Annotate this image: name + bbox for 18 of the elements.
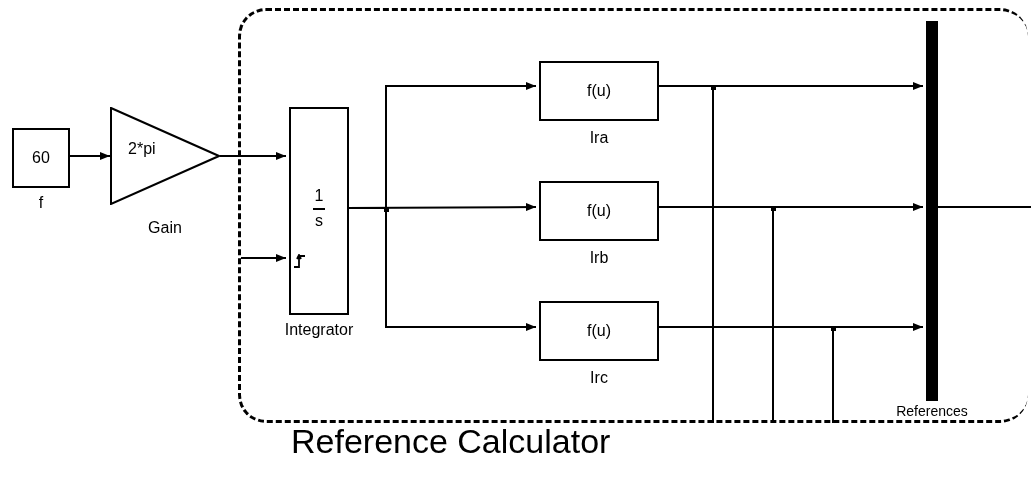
signal-line xyxy=(69,152,111,160)
block-name: f xyxy=(38,194,44,212)
signal-line xyxy=(240,254,287,262)
block-name: Irc xyxy=(590,369,608,387)
block-label: f(u) xyxy=(587,322,611,340)
subsystem-title: Reference Calculator xyxy=(291,422,611,461)
signal-line xyxy=(219,152,287,160)
block-label: 60 xyxy=(32,149,50,167)
denominator: s xyxy=(315,212,323,230)
block-label: f(u) xyxy=(587,82,611,100)
block-name: Irb xyxy=(589,249,609,267)
block-name: Ira xyxy=(589,129,609,147)
block-name: Integrator xyxy=(284,321,354,339)
gain-value: 2*pi xyxy=(128,140,156,158)
block-name: Gain xyxy=(148,219,182,237)
block-label: f(u) xyxy=(587,202,611,220)
numerator: 1 xyxy=(314,187,324,205)
block-name: References xyxy=(896,403,968,419)
